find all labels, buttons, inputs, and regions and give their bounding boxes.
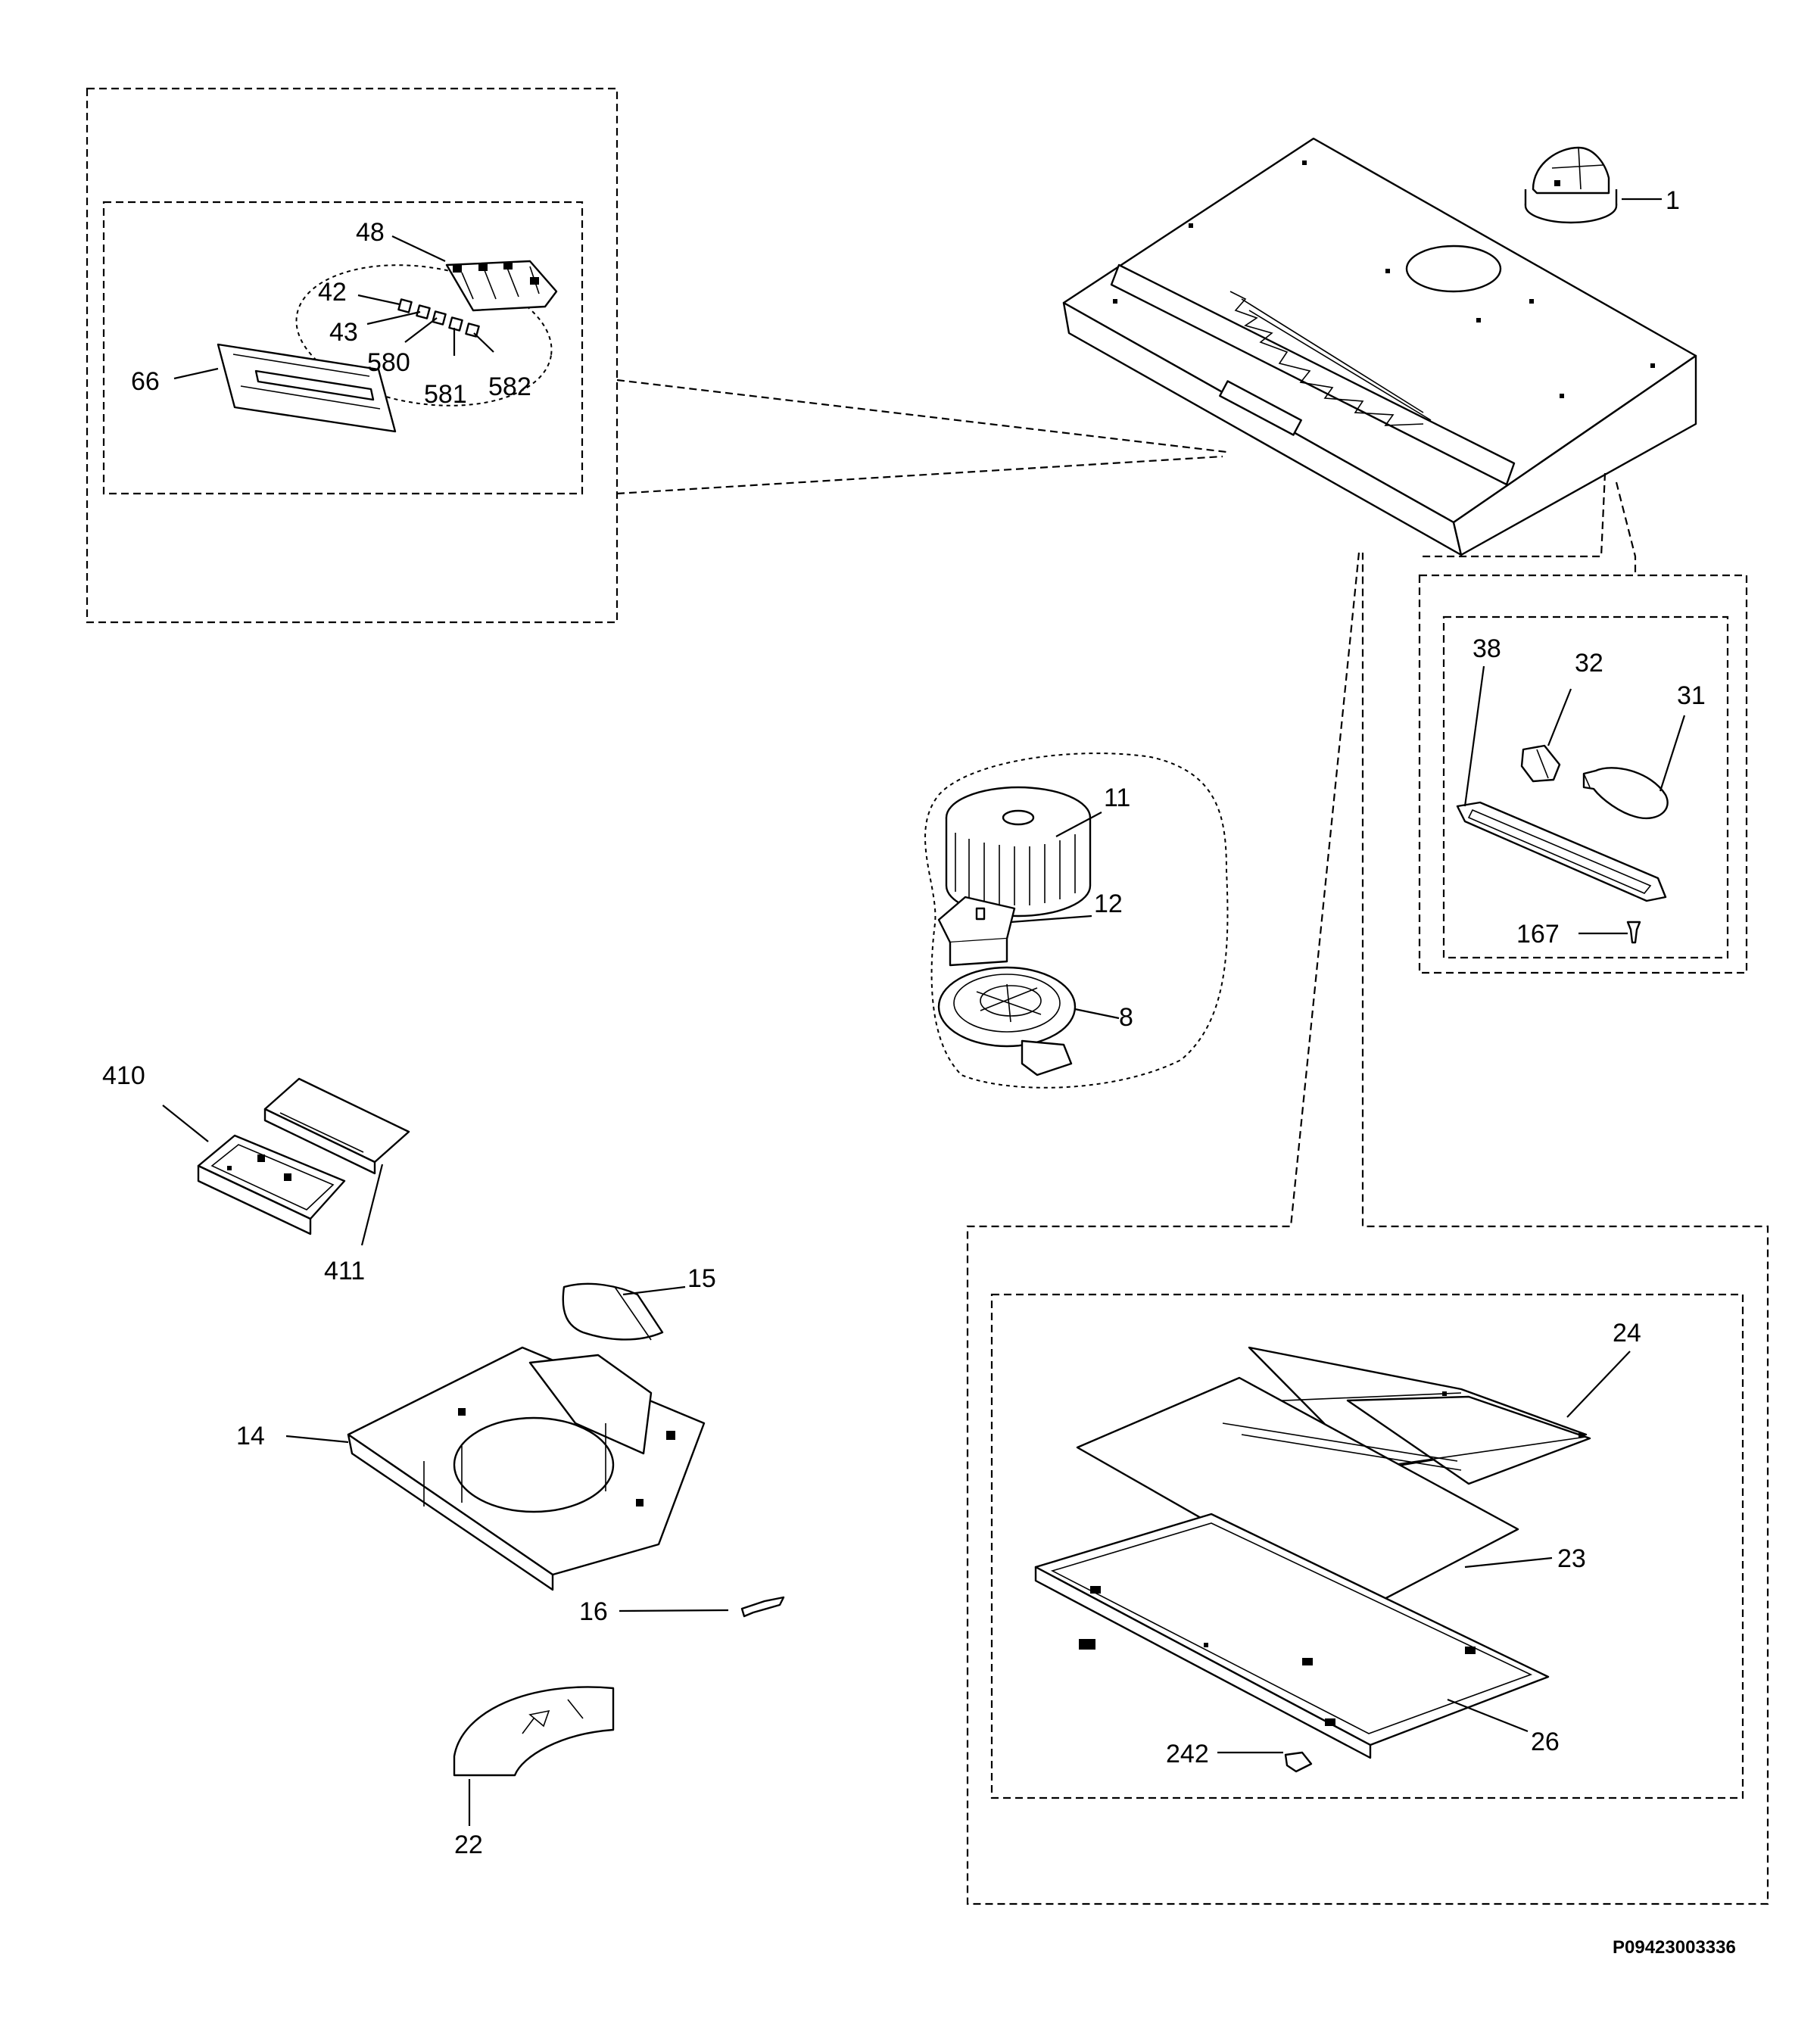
motor-8: [937, 966, 1077, 1076]
motor-cover-1: [1524, 146, 1618, 224]
motor-group-outline: [924, 752, 1229, 1089]
label-42: 42: [318, 278, 347, 307]
connector-16: [740, 1596, 785, 1618]
label-1: 1: [1666, 186, 1680, 215]
fan-wheel-11: [945, 786, 1092, 918]
screw-167: [1626, 921, 1641, 944]
lamp-holder-32: [1520, 744, 1561, 783]
label-32: 32: [1575, 649, 1603, 678]
part-labels: 1 48 42 43 580 581 582 66 38 32 31 167 1…: [102, 186, 1706, 1859]
electronic-board-410: [197, 1134, 346, 1235]
label-43: 43: [329, 318, 358, 347]
label-22: 22: [454, 1830, 483, 1859]
label-15: 15: [687, 1264, 716, 1293]
lighting-detail-box: [1418, 574, 1748, 974]
duct-15: [562, 1282, 664, 1341]
label-242: 242: [1166, 1740, 1209, 1768]
label-580: 580: [367, 348, 410, 377]
knobs-row: [397, 298, 480, 338]
label-23: 23: [1557, 1544, 1586, 1573]
duct-22: [453, 1686, 615, 1777]
label-26: 26: [1531, 1728, 1560, 1756]
label-31: 31: [1677, 681, 1706, 710]
bottom-plate-26: [1034, 1513, 1550, 1759]
label-581: 581: [424, 380, 467, 409]
board-cover-411: [263, 1077, 410, 1175]
capacitor-12: [937, 896, 1016, 967]
label-48: 48: [356, 218, 385, 247]
hood-body: [1062, 137, 1697, 575]
label-24: 24: [1613, 1319, 1641, 1348]
label-38: 38: [1473, 634, 1501, 663]
label-16: 16: [579, 1597, 608, 1626]
label-14: 14: [236, 1422, 265, 1450]
label-411: 411: [324, 1257, 365, 1285]
leader-lines: [162, 198, 1686, 1826]
drawing-code: P09423003336: [1613, 1937, 1736, 1958]
label-582: 582: [488, 372, 531, 401]
label-12: 12: [1094, 890, 1123, 918]
fan-housing-14: [347, 1346, 706, 1591]
label-66: 66: [131, 367, 160, 396]
label-8: 8: [1119, 1003, 1133, 1032]
front-panel-66: [217, 343, 397, 433]
clip-242: [1284, 1751, 1313, 1773]
switch-block-48: [445, 260, 558, 312]
bulb-31: [1582, 767, 1669, 820]
lamp-glass-38: [1456, 801, 1667, 902]
label-167: 167: [1516, 920, 1560, 949]
label-410: 410: [102, 1061, 145, 1090]
control-panel-detail-box: [86, 87, 1227, 624]
label-11: 11: [1104, 784, 1130, 812]
filter-detail-box: [966, 552, 1769, 1905]
